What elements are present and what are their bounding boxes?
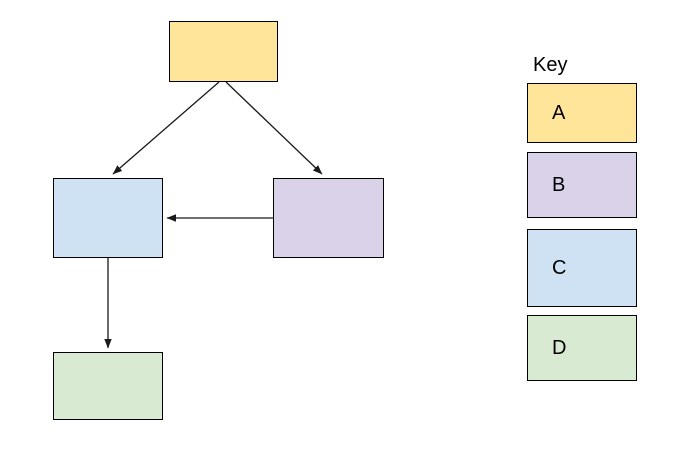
legend-item-c: C xyxy=(527,229,637,307)
legend-title: Key xyxy=(533,54,568,76)
edge-a-to-b-arrow xyxy=(225,81,323,175)
node-purple-b xyxy=(273,178,384,258)
node-blue-c xyxy=(53,178,163,258)
legend-item-a: A xyxy=(527,83,637,143)
node-yellow-a xyxy=(169,21,278,82)
legend-item-b: B xyxy=(527,152,637,218)
legend-item-b-label: B xyxy=(552,173,566,196)
legend-item-d: D xyxy=(527,315,637,381)
legend-item-a-label: A xyxy=(552,101,566,124)
edge-a-to-c-arrow xyxy=(112,81,220,175)
legend-item-c-label: C xyxy=(552,256,567,279)
node-green-d xyxy=(53,352,163,420)
legend-item-d-label: D xyxy=(552,336,567,359)
